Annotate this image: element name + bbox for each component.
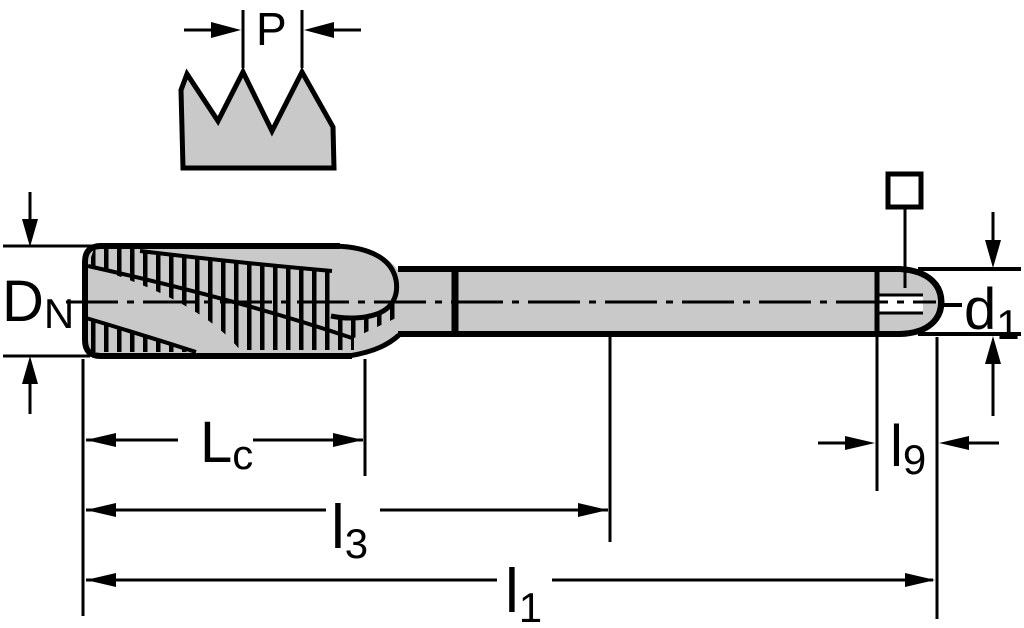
dn-arrow-top-head xyxy=(22,219,38,247)
flute-edge-lower xyxy=(85,316,197,354)
lc-label-main: L xyxy=(200,410,232,475)
l9-arrow-left-head xyxy=(845,436,875,450)
pitch-arrow-left-head xyxy=(211,22,241,38)
pitch-label: P xyxy=(256,3,287,55)
dn-label: DN xyxy=(2,269,74,337)
dimension-l1: l1 xyxy=(86,337,939,628)
dn-arrow-bottom-head xyxy=(22,356,38,384)
dn-label-main: D xyxy=(2,269,44,334)
l9-label-sub: 9 xyxy=(903,436,926,483)
l1-label-main: l xyxy=(505,557,519,626)
d1-label-main: d xyxy=(964,277,996,342)
dimension-lc: Lc xyxy=(86,359,367,478)
l3-label-sub: 3 xyxy=(345,520,368,567)
l3-label: l3 xyxy=(331,493,368,567)
lc-arrow-right-head xyxy=(333,433,363,447)
shank-end-arc xyxy=(917,269,945,334)
thread-runout-lobe-outline xyxy=(330,243,400,321)
lc-label: Lc xyxy=(200,410,253,478)
d1-label-sub: 1 xyxy=(996,301,1019,348)
l3-label-main: l xyxy=(331,493,345,562)
l9-label-main: l xyxy=(890,414,903,479)
l1-arrow-right-head xyxy=(905,573,935,587)
pitch-arrow-right-head xyxy=(304,22,334,38)
l9-label: l9 xyxy=(890,414,926,483)
d1-arrow-bottom-head xyxy=(985,336,1001,364)
neck-bottom-curve xyxy=(347,333,401,359)
thread-profile-polygon xyxy=(178,66,337,171)
dimension-dn: DN xyxy=(2,192,340,414)
l3-arrow-right-head xyxy=(578,503,608,517)
dimension-l3: l3 xyxy=(86,337,612,567)
tap-body xyxy=(82,243,945,359)
dimension-d1: d1 xyxy=(918,212,1021,416)
hatch-wedge-upper xyxy=(88,246,396,350)
d1-arrow-top-head xyxy=(985,240,1001,268)
thread-profile-detail: P xyxy=(178,3,361,171)
dimension-l9: l9 xyxy=(818,337,999,491)
thread-runout-lobe-fill xyxy=(334,246,397,319)
d1-label: d1 xyxy=(964,277,1020,348)
dn-label-sub: N xyxy=(44,290,74,337)
square-flat-face xyxy=(879,295,923,313)
thread-hatching xyxy=(85,246,396,354)
l9-arrow-right-head xyxy=(939,436,969,450)
square-drive-symbol xyxy=(885,171,924,288)
l1-label: l1 xyxy=(505,557,542,628)
flute-edge-upper xyxy=(139,249,333,273)
l1-label-sub: 1 xyxy=(519,584,542,628)
square-symbol-icon xyxy=(885,171,924,210)
lc-label-sub: c xyxy=(232,431,253,478)
